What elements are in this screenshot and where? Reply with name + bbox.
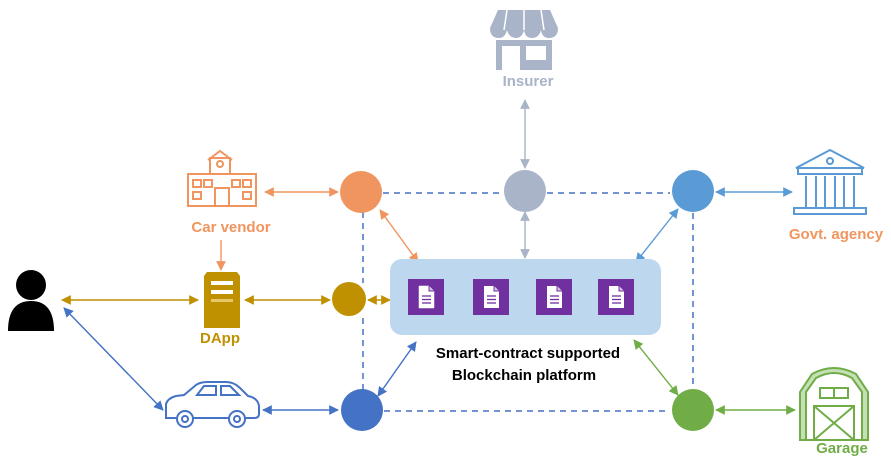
bank-building-icon [793, 148, 867, 215]
document-icon [598, 279, 634, 315]
store-icon [490, 9, 558, 70]
document-icon [408, 279, 444, 315]
blockchain-platform-box [390, 259, 661, 335]
node-dapp[interactable] [332, 282, 366, 316]
car-vendor-label: Car vendor [191, 219, 270, 236]
user-icon [8, 270, 54, 331]
node-car[interactable] [341, 389, 383, 431]
arrow-user-car [63, 307, 164, 411]
arrow-bluenode-platform [635, 208, 679, 263]
car-icon [165, 381, 260, 428]
node-govt-agency[interactable] [672, 170, 714, 212]
dashed-network [362, 192, 694, 412]
node-insurer[interactable] [504, 170, 546, 212]
arrow-orangenode-platform [379, 209, 419, 263]
arrow-green-platform [633, 339, 679, 396]
dapp-label: DApp [200, 330, 240, 347]
arrow-darkblue-platform [377, 341, 417, 397]
document-icon [536, 279, 572, 315]
server-icon [204, 272, 240, 328]
connections [61, 99, 796, 415]
smart-contracts [408, 279, 634, 315]
node-car-vendor[interactable] [340, 171, 382, 213]
insurer-label: Insurer [503, 73, 554, 90]
govt-agency-label: Govt. agency [789, 226, 884, 243]
school-building-icon [187, 149, 257, 207]
node-garage[interactable] [672, 389, 714, 431]
garage-label: Garage [816, 440, 868, 457]
document-icon [473, 279, 509, 315]
platform-caption-line2: Blockchain platform [452, 367, 596, 384]
barn-icon [799, 367, 869, 441]
platform-caption-line1: Smart-contract supported [436, 345, 620, 362]
